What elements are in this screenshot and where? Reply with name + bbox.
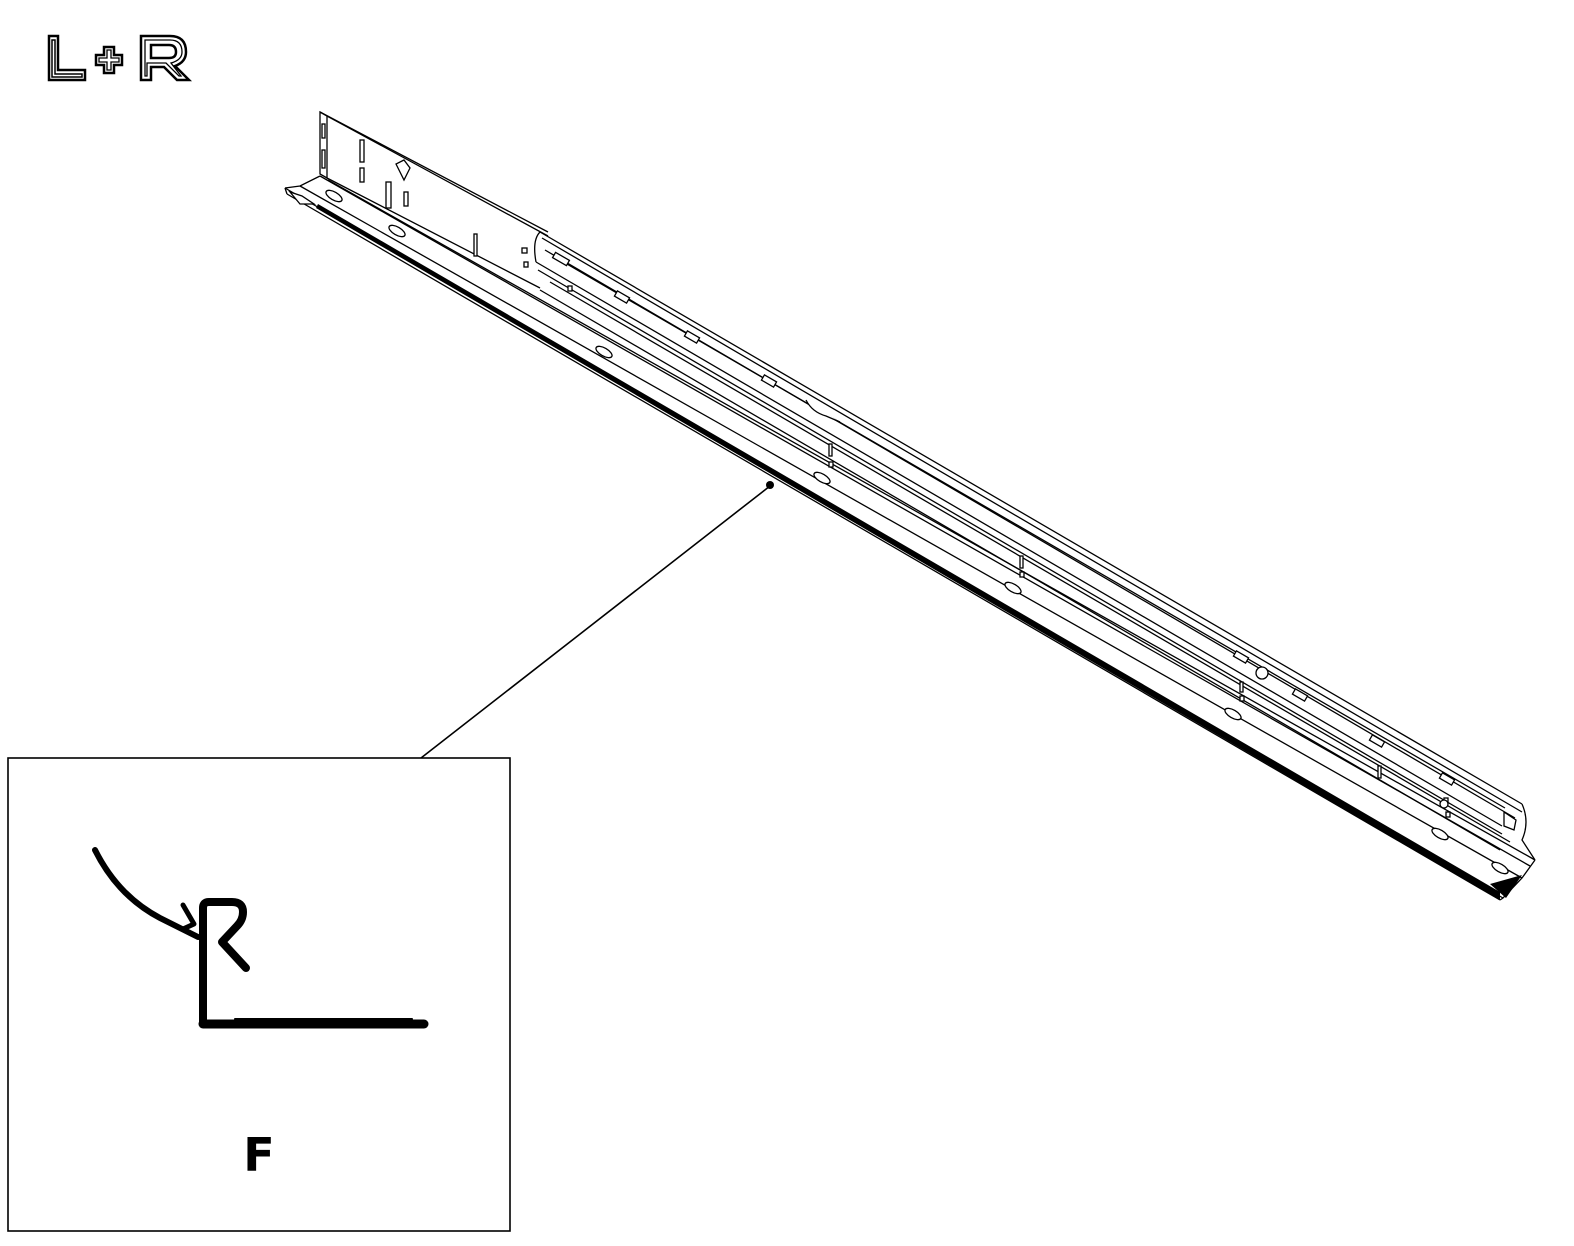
leader-line [420,485,771,759]
leader-dot [766,481,774,489]
rail-holes [288,123,1517,875]
detail-box [7,757,511,1232]
rail-seal-strip [316,204,1522,900]
brand-logo [47,34,193,82]
rail-body [284,110,1536,901]
rail-profile-icon [92,847,429,1029]
detail-label: F [243,1128,275,1182]
